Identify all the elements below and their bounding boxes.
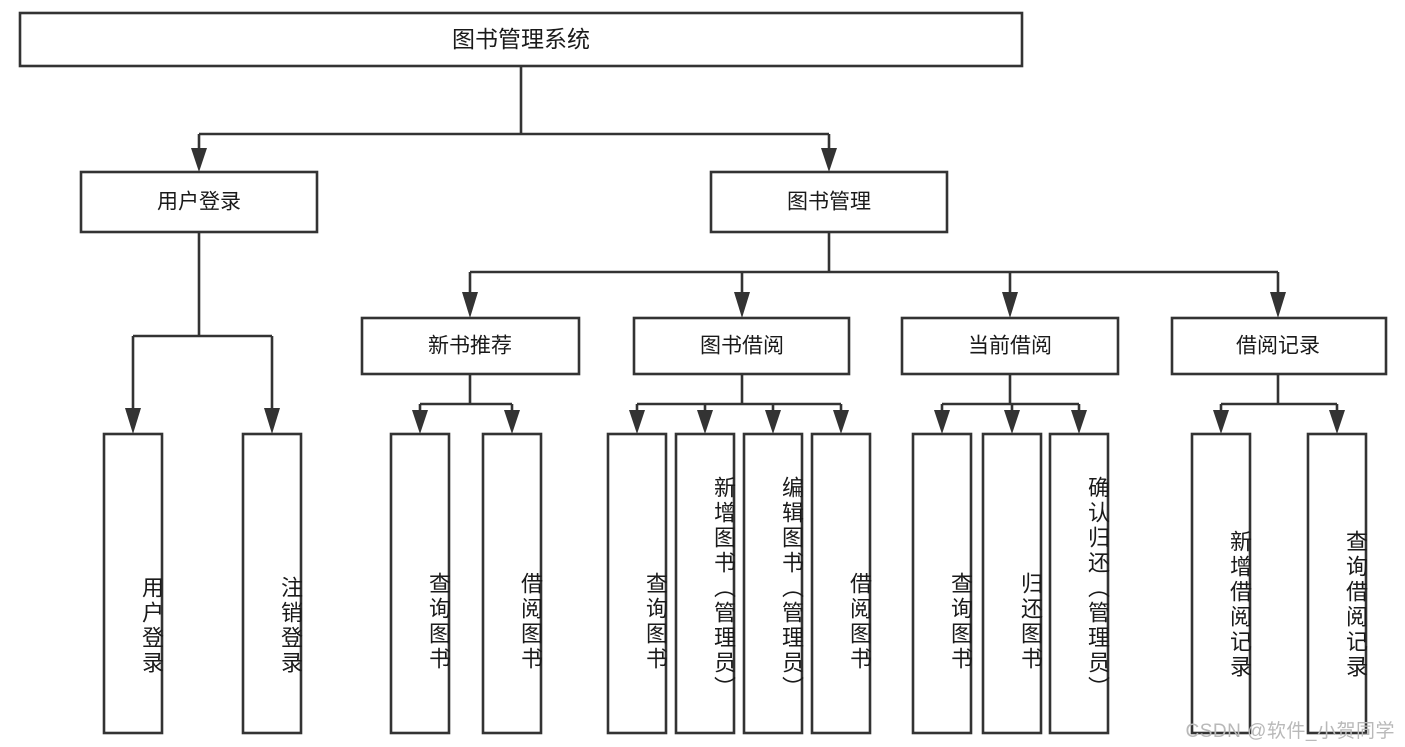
root-box[interactable] [18,11,1024,68]
arrow-to-leaf-add-record [1213,410,1229,434]
leaf-box-return-book[interactable] [981,432,1043,735]
current-borrow-box[interactable] [900,316,1120,376]
arrow-to-leaf-query-book-1 [412,410,428,434]
arrow-to-leaf-edit-book [765,410,781,434]
leaf-box-user-login[interactable] [102,432,164,735]
leaf-box-query-record[interactable] [1306,432,1368,735]
arrow-to-book-borrow [734,292,750,318]
leaf-box-borrow-book-1[interactable] [481,432,543,735]
node-book-manage[interactable]: 图书管理 [709,170,949,234]
arrow-to-leaf-borrow-book-2 [833,410,849,434]
arrow-to-leaf-query-book-2 [629,410,645,434]
book-manage-label: 图书管理 [787,191,871,214]
user-login-label: 用户登录 [157,191,241,214]
arrow-to-leaf-query-book-3 [934,410,950,434]
node-new-book-rec[interactable]: 新书推荐 [360,316,581,376]
leaf-boxes-layer [102,432,1368,735]
book-borrow-box[interactable] [632,316,851,376]
leaf-box-confirm-return[interactable] [1048,432,1110,735]
node-user-login[interactable]: 用户登录 [79,170,319,234]
leaf-box-query-book-3[interactable] [911,432,973,735]
arrow-to-user-login [191,148,207,172]
arrow-to-leaf-add-book [697,410,713,434]
arrow-to-book-manage [821,148,837,172]
leaf-box-query-book-2[interactable] [606,432,668,735]
arrow-to-borrow-record [1270,292,1286,318]
node-book-borrow[interactable]: 图书借阅 [632,316,851,376]
node-borrow-record[interactable]: 借阅记录 [1170,316,1388,376]
current-borrow-label: 当前借阅 [968,335,1052,358]
arrow-to-leaf-user-login [125,408,141,434]
arrow-to-leaf-logout-login [264,408,280,434]
user-login-box[interactable] [79,170,319,234]
node-root[interactable]: 图书管理系统 [18,11,1024,68]
node-current-borrow[interactable]: 当前借阅 [900,316,1120,376]
arrow-to-current-borrow [1002,292,1018,318]
csdn-watermark: CSDN @软件_小贺同学 [1185,721,1395,742]
new-book-rec-label: 新书推荐 [428,335,512,358]
leaf-box-logout-login[interactable] [241,432,303,735]
leaf-box-borrow-book-2[interactable] [810,432,872,735]
borrow-record-label: 借阅记录 [1236,335,1320,358]
leaf-box-query-book-1[interactable] [389,432,451,735]
borrow-record-box[interactable] [1170,316,1388,376]
arrow-to-leaf-query-record [1329,410,1345,434]
new-book-rec-box[interactable] [360,316,581,376]
connectors-layer [125,66,1345,434]
leaf-box-edit-book[interactable] [742,432,804,735]
leaf-box-add-record[interactable] [1190,432,1252,735]
root-label: 图书管理系统 [452,26,590,52]
book-manage-box[interactable] [709,170,949,234]
arrow-to-new-book-rec [462,292,478,318]
leaf-box-add-book[interactable] [674,432,736,735]
book-borrow-label: 图书借阅 [700,335,784,358]
arrow-to-leaf-borrow-book-1 [504,410,520,434]
arrow-to-leaf-confirm-return [1071,410,1087,434]
arrow-to-leaf-return-book [1004,410,1020,434]
